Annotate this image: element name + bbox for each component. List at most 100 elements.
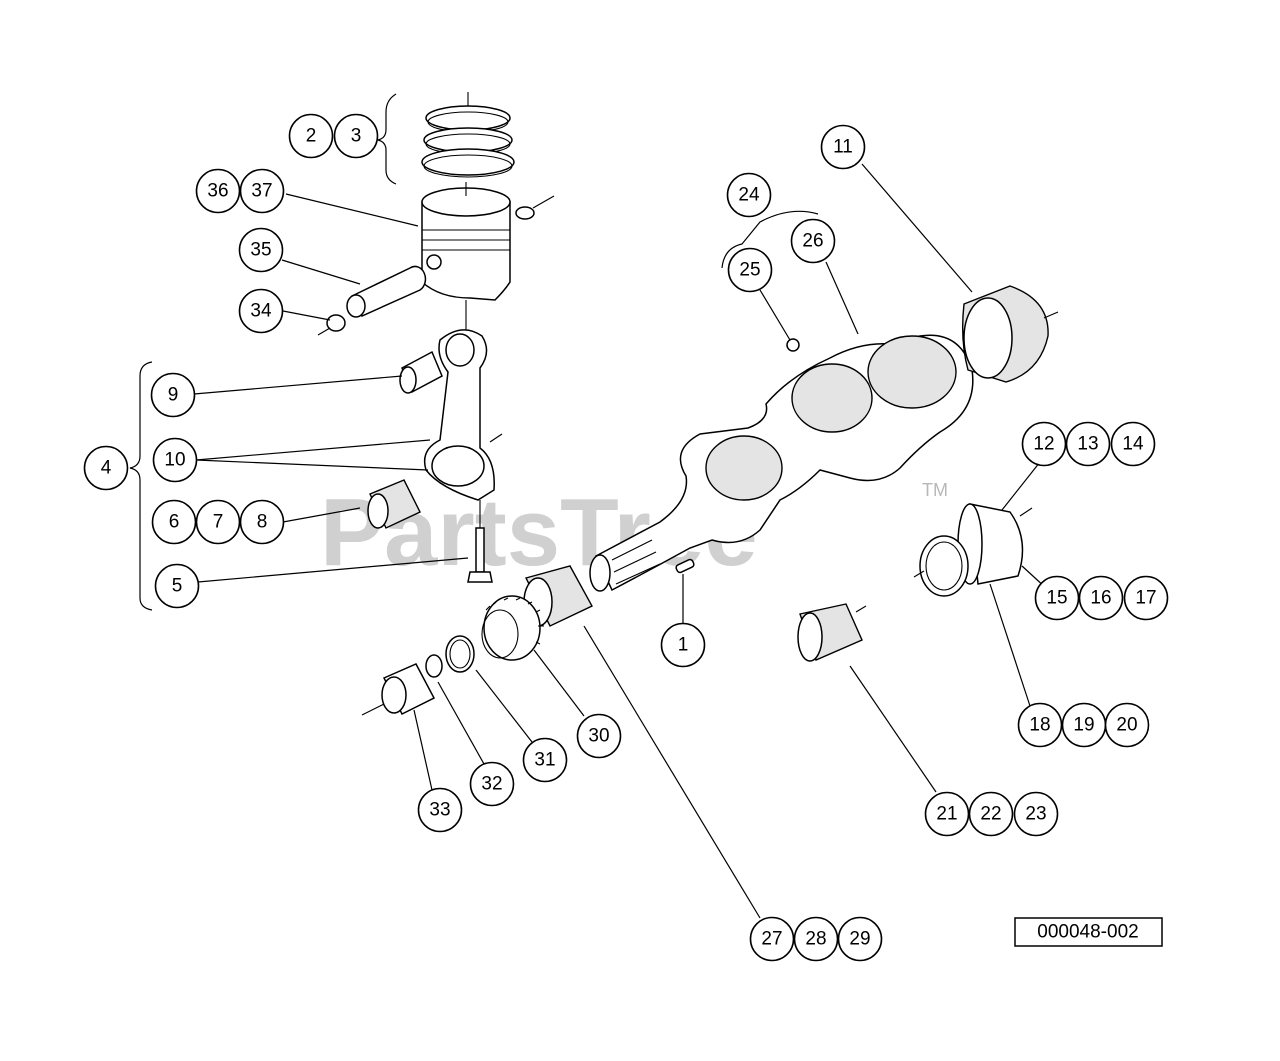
svg-text:14: 14 xyxy=(1122,434,1144,455)
svg-text:18: 18 xyxy=(1029,715,1050,736)
spacer-ring[interactable] xyxy=(445,635,475,673)
crank-key[interactable] xyxy=(675,558,695,574)
piston[interactable] xyxy=(421,182,511,301)
svg-text:34: 34 xyxy=(250,301,272,322)
svg-text:4: 4 xyxy=(101,458,112,479)
callout-11[interactable]: 11 xyxy=(820,124,866,170)
svg-text:8: 8 xyxy=(257,512,268,533)
callout-9[interactable]: 9 xyxy=(150,372,196,418)
svg-text:21: 21 xyxy=(936,804,957,825)
svg-text:12: 12 xyxy=(1033,434,1054,455)
callout-8[interactable]: 8 xyxy=(239,499,285,545)
piston-pin-clip-right[interactable] xyxy=(515,195,555,220)
callout-12[interactable]: 12 xyxy=(1021,421,1067,467)
callout-21[interactable]: 21 xyxy=(924,791,970,837)
leader-lines xyxy=(129,93,1047,919)
callout-35[interactable]: 35 xyxy=(238,227,284,273)
callout-18[interactable]: 18 xyxy=(1017,702,1063,748)
svg-text:20: 20 xyxy=(1116,715,1137,736)
bearing-housing[interactable] xyxy=(957,503,1033,585)
axis-lines xyxy=(465,300,481,528)
thrust-bearing[interactable] xyxy=(913,535,969,597)
small-end-bushing[interactable] xyxy=(399,350,443,394)
callout-25[interactable]: 25 xyxy=(727,247,773,293)
callout-5[interactable]: 5 xyxy=(154,563,200,609)
reference-number: 000048-002 xyxy=(1037,922,1138,943)
svg-text:13: 13 xyxy=(1077,434,1098,455)
svg-text:25: 25 xyxy=(739,260,760,281)
callout-24[interactable]: 24 xyxy=(726,172,772,218)
svg-text:30: 30 xyxy=(588,726,609,747)
callout-15[interactable]: 15 xyxy=(1034,575,1080,621)
piston-rings[interactable] xyxy=(421,92,515,178)
callout-32[interactable]: 32 xyxy=(469,761,515,807)
piston-pin-clip-left[interactable] xyxy=(317,314,346,336)
callout-23[interactable]: 23 xyxy=(1013,791,1059,837)
svg-text:23: 23 xyxy=(1025,804,1046,825)
rod-bearing[interactable] xyxy=(367,479,421,529)
svg-text:19: 19 xyxy=(1073,715,1094,736)
svg-text:32: 32 xyxy=(481,774,502,795)
svg-text:7: 7 xyxy=(213,512,224,533)
svg-text:3: 3 xyxy=(351,126,362,147)
svg-text:29: 29 xyxy=(849,929,870,950)
callout-34[interactable]: 34 xyxy=(238,288,284,334)
callout-2[interactable]: 2 xyxy=(288,113,334,159)
callout-37[interactable]: 37 xyxy=(239,168,285,214)
svg-text:17: 17 xyxy=(1135,588,1156,609)
svg-text:31: 31 xyxy=(534,750,555,771)
end-bushing[interactable] xyxy=(361,663,436,716)
callout-10[interactable]: 10 xyxy=(152,437,198,483)
callout-4[interactable]: 4 xyxy=(83,445,129,491)
callout-1[interactable]: 1 xyxy=(660,622,706,668)
svg-text:11: 11 xyxy=(833,137,853,158)
oil-plug[interactable] xyxy=(786,338,800,352)
svg-text:10: 10 xyxy=(164,450,185,471)
svg-text:26: 26 xyxy=(802,231,823,252)
svg-text:5: 5 xyxy=(172,576,183,597)
callout-7[interactable]: 7 xyxy=(195,499,241,545)
svg-text:1: 1 xyxy=(678,635,689,656)
callout-26[interactable]: 26 xyxy=(790,218,836,264)
svg-text:36: 36 xyxy=(207,181,228,202)
callout-31[interactable]: 31 xyxy=(522,737,568,783)
svg-text:37: 37 xyxy=(251,181,272,202)
svg-text:28: 28 xyxy=(805,929,826,950)
svg-text:6: 6 xyxy=(169,512,180,533)
callout-20[interactable]: 20 xyxy=(1104,702,1150,748)
gear[interactable] xyxy=(481,595,544,661)
svg-text:2: 2 xyxy=(306,126,317,147)
svg-text:16: 16 xyxy=(1090,588,1111,609)
callout-6[interactable]: 6 xyxy=(151,499,197,545)
svg-text:35: 35 xyxy=(250,240,271,261)
callout-30[interactable]: 30 xyxy=(576,713,622,759)
svg-text:27: 27 xyxy=(761,929,782,950)
main-bearing-sleeve[interactable] xyxy=(961,285,1059,383)
crankshaft[interactable] xyxy=(589,334,974,592)
piston-pin[interactable] xyxy=(346,265,427,318)
crank-bearing[interactable] xyxy=(797,603,867,662)
svg-text:22: 22 xyxy=(980,804,1001,825)
callout-19[interactable]: 19 xyxy=(1061,702,1107,748)
callout-16[interactable]: 16 xyxy=(1078,575,1124,621)
callout-33[interactable]: 33 xyxy=(417,787,463,833)
callout-3[interactable]: 3 xyxy=(333,113,379,159)
svg-text:33: 33 xyxy=(429,800,450,821)
callout-28[interactable]: 28 xyxy=(793,916,839,962)
svg-text:9: 9 xyxy=(168,385,179,406)
callout-29[interactable]: 29 xyxy=(837,916,883,962)
callout-13[interactable]: 13 xyxy=(1065,421,1111,467)
svg-text:15: 15 xyxy=(1046,588,1067,609)
connecting-rod[interactable] xyxy=(423,314,503,501)
snap-ring[interactable] xyxy=(425,654,443,678)
svg-text:24: 24 xyxy=(738,185,760,206)
callout-36[interactable]: 36 xyxy=(195,168,241,214)
reference-number-box: 000048-002 xyxy=(1014,917,1163,947)
callout-14[interactable]: 14 xyxy=(1110,421,1156,467)
callout-17[interactable]: 17 xyxy=(1123,575,1169,621)
callout-22[interactable]: 22 xyxy=(968,791,1014,837)
callout-27[interactable]: 27 xyxy=(749,916,795,962)
callouts: 2 3 36 37 35 34 9 10 4 6 7 8 5 1 11 24 2… xyxy=(83,113,1169,962)
